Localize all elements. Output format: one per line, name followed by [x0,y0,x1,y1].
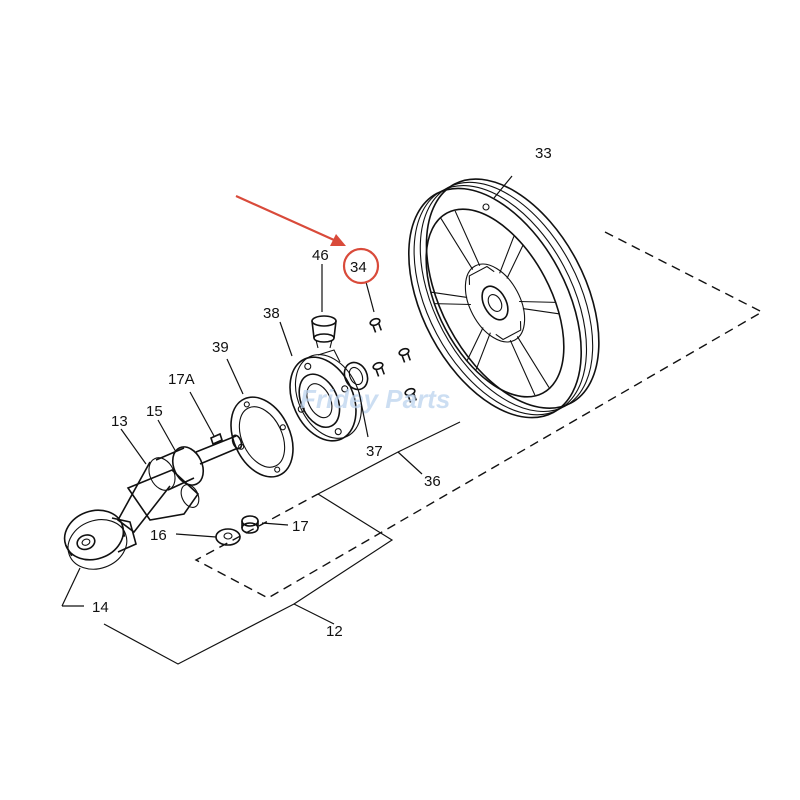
highlight-marker [235,194,380,285]
crankshaft-13 [116,434,243,534]
leader-lines [61,175,513,665]
label-39: 39 [212,339,229,356]
label-34: 34 [350,259,367,276]
label-17: 17 [292,518,309,535]
label-17a: 17A [168,371,195,388]
label-37: 37 [366,443,383,460]
pulley-33 [408,178,600,419]
label-38: 38 [263,305,280,322]
assembly-boundary-dashed [194,231,764,599]
key-17a [210,432,223,446]
watermark-text: Fridey Parts [300,384,450,414]
label-13: 13 [111,413,128,430]
bolt-17 [241,515,259,534]
label-12: 12 [326,623,343,640]
label-33: 33 [535,145,552,162]
screws-34 [369,317,417,403]
label-16: 16 [150,527,167,544]
seal-ring-37 [343,361,369,391]
label-46: 46 [312,247,329,264]
breather-cap-46 [311,315,337,349]
washer-16 [215,528,241,546]
label-36: 36 [424,473,441,490]
label-14: 14 [92,599,109,616]
crank-end-14 [63,509,137,570]
label-15: 15 [146,403,163,420]
